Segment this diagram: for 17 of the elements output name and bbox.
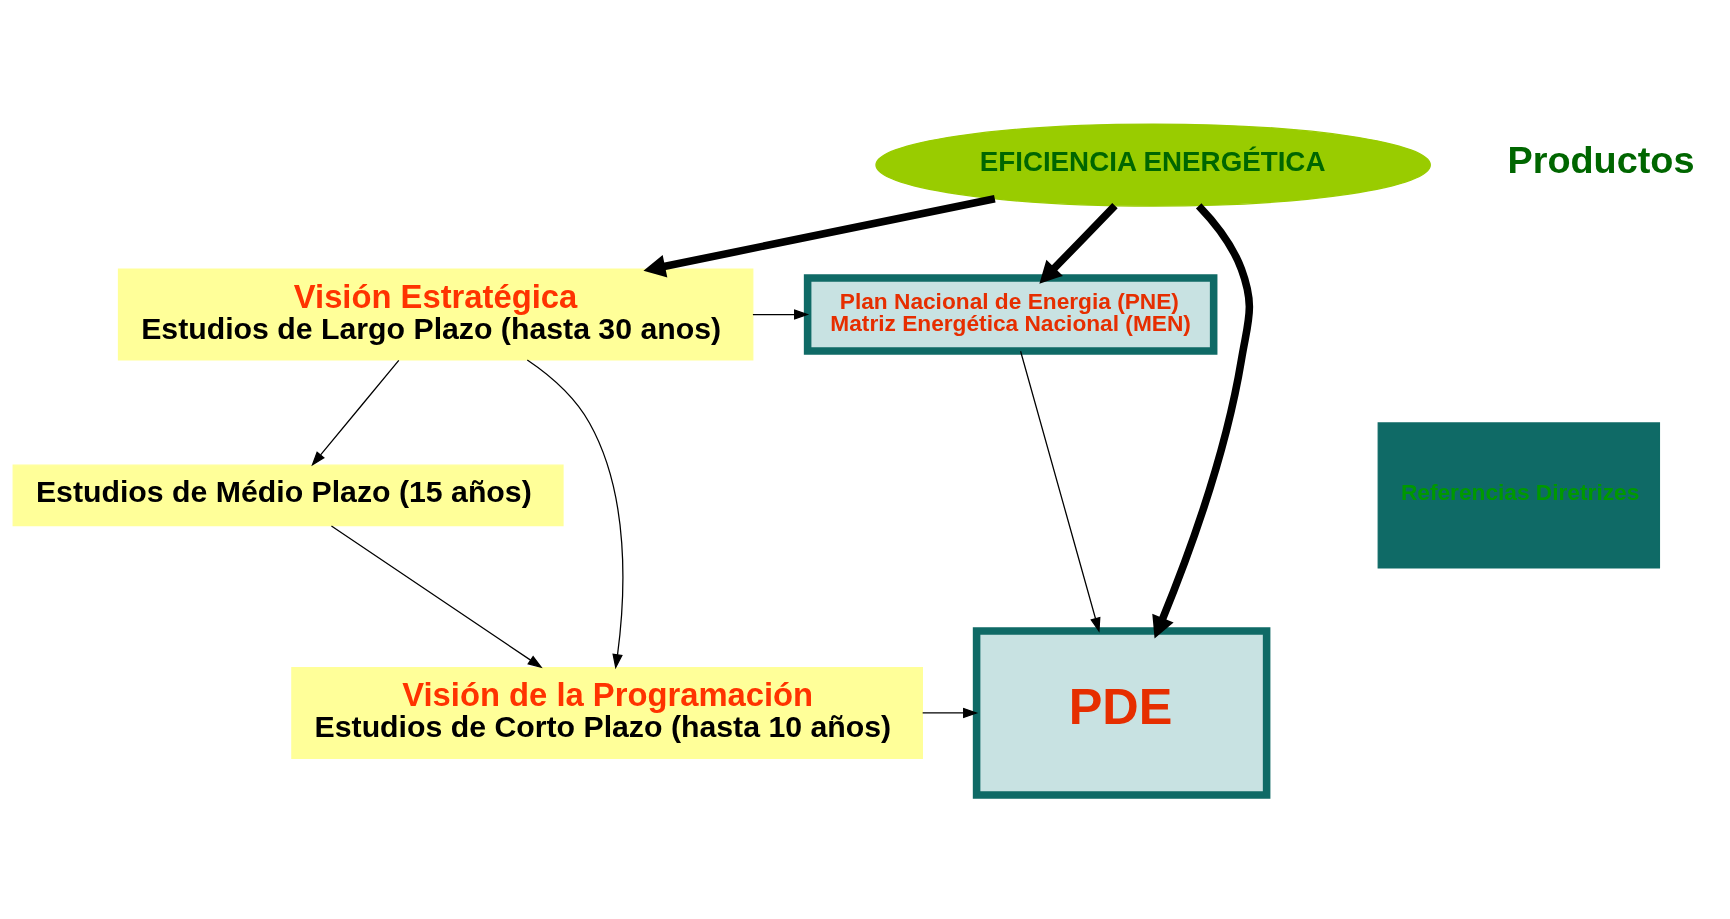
label: Productos [1507, 139, 1695, 182]
arrow [643, 195, 996, 278]
arrow [752, 309, 810, 320]
node-ellipse: EFICIENCIA ENERGÉTICA [875, 123, 1431, 207]
node-box: Visión de la Programación Estudios de Corto Plazo (hasta 10 años) [291, 666, 923, 759]
arrow [1039, 203, 1118, 284]
arrow [330, 525, 543, 669]
arrow [1152, 203, 1254, 639]
node-box: Estudios de Médio Plazo (15 años) [12, 464, 564, 527]
arrow [311, 359, 400, 467]
node-box: Plan Nacional de Energia (PNE) Matriz Energética Nacional (MEN) [803, 274, 1218, 355]
node-box: PDE [972, 627, 1271, 799]
arrow [1019, 350, 1101, 633]
arrow [526, 359, 624, 670]
arrow [922, 707, 979, 719]
node-box: Visión Estratégica Estudios de Largo Plazo (hasta 30 anos) [117, 268, 754, 361]
node-box: Referencias Diretrizes [1377, 422, 1661, 569]
